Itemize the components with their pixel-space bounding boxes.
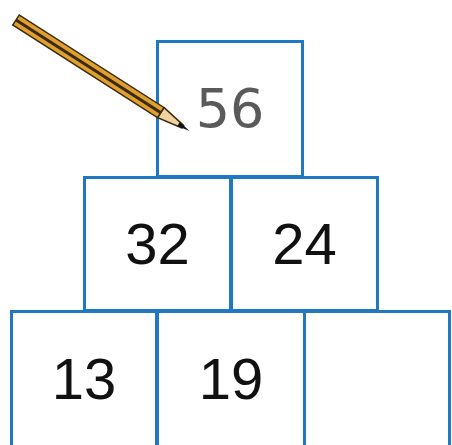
top-pyramid-box: 56 [156, 40, 304, 178]
pyramid-box: 32 [83, 176, 232, 312]
pyramid-box: 19 [156, 310, 306, 445]
pyramid-number: 24 [272, 215, 337, 273]
pyramid-number: 19 [199, 350, 264, 408]
pyramid-box: 24 [230, 176, 379, 312]
empty-box [305, 312, 450, 445]
pyramid-number: 32 [125, 215, 190, 273]
pyramid-box: 13 [10, 310, 158, 445]
handwritten-number: 56 [196, 82, 265, 136]
pyramid-number: 13 [52, 350, 117, 408]
